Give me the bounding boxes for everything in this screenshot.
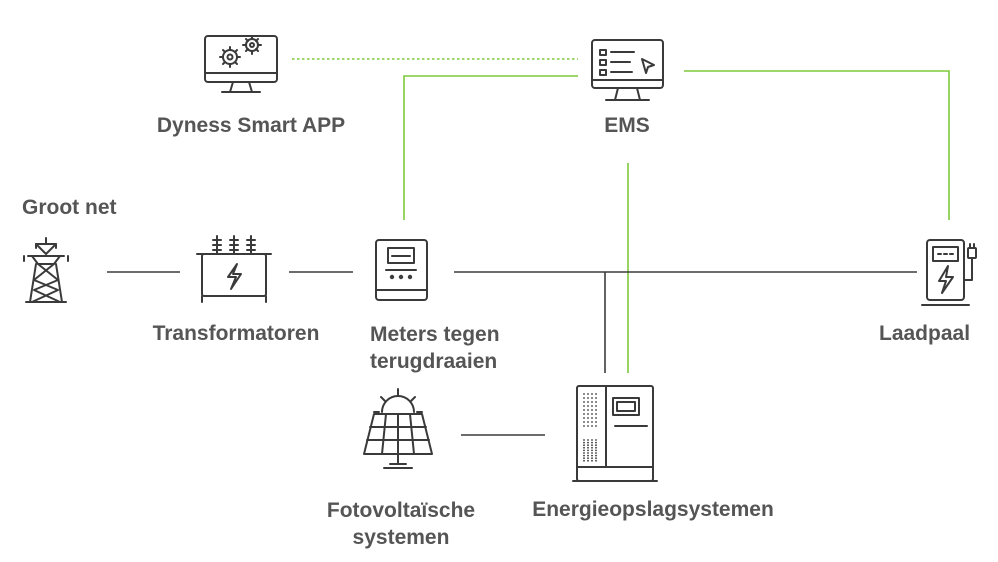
label-fotovoltaische-systemen: Fotovoltaïsche systemen [326,499,476,549]
vent-dot [595,459,597,462]
vent-dot [583,449,585,452]
vent-dot [583,413,585,415]
vent-dot [587,452,589,454]
vent-dot [591,459,593,462]
vent-dot [595,439,597,441]
vent-dot [595,413,597,415]
vent-dot [591,444,593,447]
vent-dot [595,449,597,452]
vent-dot [591,454,593,457]
vent-dot [583,425,585,427]
vent-dot [587,393,589,395]
power-tower-icon [23,237,69,303]
vent-dot [591,439,593,441]
vent-dot [587,409,589,411]
vent-dot [583,417,585,419]
transformer-icon [196,235,272,303]
vent-dot [587,425,589,427]
vent-dot [595,444,597,447]
vent-dot [583,421,585,423]
monitor-gears-icon [204,35,278,93]
vent-dot [595,446,597,449]
vent-dot [595,417,597,419]
vent-dot [595,425,597,427]
vent-dot [591,397,593,399]
vent-dot [591,413,593,415]
vent-dot [587,413,589,415]
vent-dot [583,393,585,395]
vent-dot [595,393,597,395]
vent-dot [587,449,589,452]
vent-dot [591,425,593,427]
vent-dot [591,393,593,395]
label-ems: EMS [604,114,650,137]
vent-dot [583,401,585,403]
vent-dot [591,441,593,444]
vent-dot [583,457,585,460]
storage-cabinet-vents [583,393,597,462]
vent-dot [587,446,589,449]
vent-dot [587,417,589,419]
energy-meter-icon [375,239,428,301]
vent-dot [583,439,585,441]
label-meters-tegen-terugdraaien: Meters tegen terugdraaien [370,323,500,373]
vent-dot [583,452,585,454]
vent-dot [583,454,585,457]
vent-dot [587,405,589,407]
label-transformatoren: Transformatoren [152,322,320,345]
vent-dot [583,397,585,399]
vent-dot [583,446,585,449]
vent-dot [591,457,593,460]
label-energieopslagsystemen: Energieopslagsystemen [532,498,774,521]
vent-dot [583,441,585,444]
vent-dot [591,401,593,403]
vent-dot [595,409,597,411]
vent-dot [591,449,593,452]
vent-dot [595,457,597,460]
vent-dot [595,401,597,403]
vent-dot [587,401,589,403]
monitor-dashboard-icon [591,39,664,101]
label-dyness-smart-app: Dyness Smart APP [156,114,346,137]
vent-dot [583,405,585,407]
vent-dot [587,397,589,399]
storage-cabinet-icon [572,385,658,482]
vent-dot [587,459,589,462]
vent-dot [587,441,589,444]
solar-panel-icon [363,388,433,469]
vent-dot [583,444,585,447]
vent-dot [591,452,593,454]
control-line-ems-meter [403,75,578,220]
vent-dot [587,454,589,457]
vent-dot [595,421,597,423]
vent-dot [591,417,593,419]
vent-dot [595,405,597,407]
vent-dot [591,405,593,407]
vent-dot [587,444,589,447]
vent-dot [591,421,593,423]
vent-dot [587,421,589,423]
vent-dot [587,439,589,441]
vent-dot [591,446,593,449]
vent-dot [595,452,597,454]
label-groot-net: Groot net [22,196,117,219]
vent-dot [595,454,597,457]
vent-dot [583,409,585,411]
vent-dot [595,397,597,399]
vent-dot [595,441,597,444]
vent-dot [587,457,589,460]
ev-charger-icon [921,239,977,306]
label-laadpaal: Laadpaal [879,322,971,345]
vent-dot [591,409,593,411]
control-line-ems-charger [684,70,950,220]
vent-dot [583,459,585,462]
